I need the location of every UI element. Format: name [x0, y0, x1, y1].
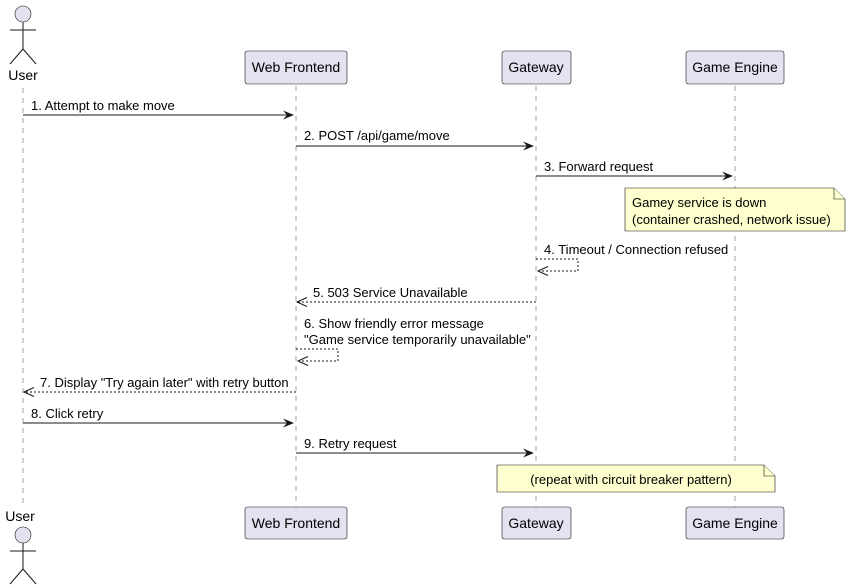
participant-gateway-top: Gateway [501, 50, 572, 85]
message-6: 6. Show friendly error message "Game ser… [296, 316, 531, 366]
message-8: 8. Click retry [23, 406, 294, 428]
actor-user-bottom: User [5, 508, 37, 585]
message-9-label: 9. Retry request [304, 436, 397, 451]
actor-user-top: User [8, 5, 38, 83]
message-9: 9. Retry request [296, 436, 534, 458]
participant-game-engine-bottom: Game Engine [685, 506, 785, 540]
arrowhead-icon [722, 171, 733, 181]
note-circuit-breaker-text: (repeat with circuit breaker pattern) [530, 472, 732, 487]
message-7: 7. Display "Try again later" with retry … [22, 375, 296, 397]
participant-web-frontend-bottom: Web Frontend [244, 506, 348, 540]
open-arrowhead-icon [22, 387, 35, 397]
participant-web-frontend-top: Web Frontend [244, 50, 348, 85]
message-5-label: 5. 503 Service Unavailable [313, 285, 468, 300]
arrowhead-icon [283, 418, 294, 428]
open-arrowhead-icon [536, 266, 549, 276]
arrowhead-icon [283, 110, 294, 120]
participant-gateway-label: Gateway [508, 59, 563, 75]
note-service-down-line1: Gamey service is down [632, 195, 766, 210]
arrowhead-icon [523, 141, 534, 151]
participant-web-frontend-label: Web Frontend [252, 59, 340, 75]
participant-game-engine-label: Game Engine [692, 59, 778, 75]
message-1: 1. Attempt to make move [23, 98, 294, 120]
participant-game-engine-label-bottom: Game Engine [692, 515, 778, 531]
actor-head-icon [14, 5, 32, 23]
message-4: 4. Timeout / Connection refused [536, 242, 728, 276]
message-8-label: 8. Click retry [31, 406, 104, 421]
actor-head-icon [14, 526, 32, 544]
open-arrowhead-icon [295, 297, 308, 307]
actor-user-label: User [8, 67, 38, 83]
message-1-label: 1. Attempt to make move [31, 98, 175, 113]
message-5: 5. 503 Service Unavailable [295, 285, 536, 307]
participant-web-frontend-label-bottom: Web Frontend [252, 515, 340, 531]
message-3-label: 3. Forward request [544, 159, 653, 174]
message-6-label-line1: 6. Show friendly error message [304, 316, 484, 331]
message-4-label: 4. Timeout / Connection refused [544, 242, 728, 257]
arrowhead-icon [523, 448, 534, 458]
message-6-label-line2: "Game service temporarily unavailable" [304, 332, 531, 347]
message-2: 2. POST /api/game/move [296, 128, 534, 151]
participant-game-engine-top: Game Engine [685, 50, 785, 85]
participant-gateway-label-bottom: Gateway [508, 515, 563, 531]
participant-gateway-bottom: Gateway [501, 506, 572, 540]
note-service-down: Gamey service is down (container crashed… [624, 187, 846, 232]
message-3: 3. Forward request [536, 159, 733, 181]
message-7-label: 7. Display "Try again later" with retry … [40, 375, 289, 390]
open-arrowhead-icon [296, 356, 309, 366]
note-circuit-breaker: (repeat with circuit breaker pattern) [496, 464, 776, 493]
message-2-label: 2. POST /api/game/move [304, 128, 450, 143]
note-service-down-line2: (container crashed, network issue) [632, 212, 831, 227]
actor-user-label-bottom: User [5, 508, 35, 524]
